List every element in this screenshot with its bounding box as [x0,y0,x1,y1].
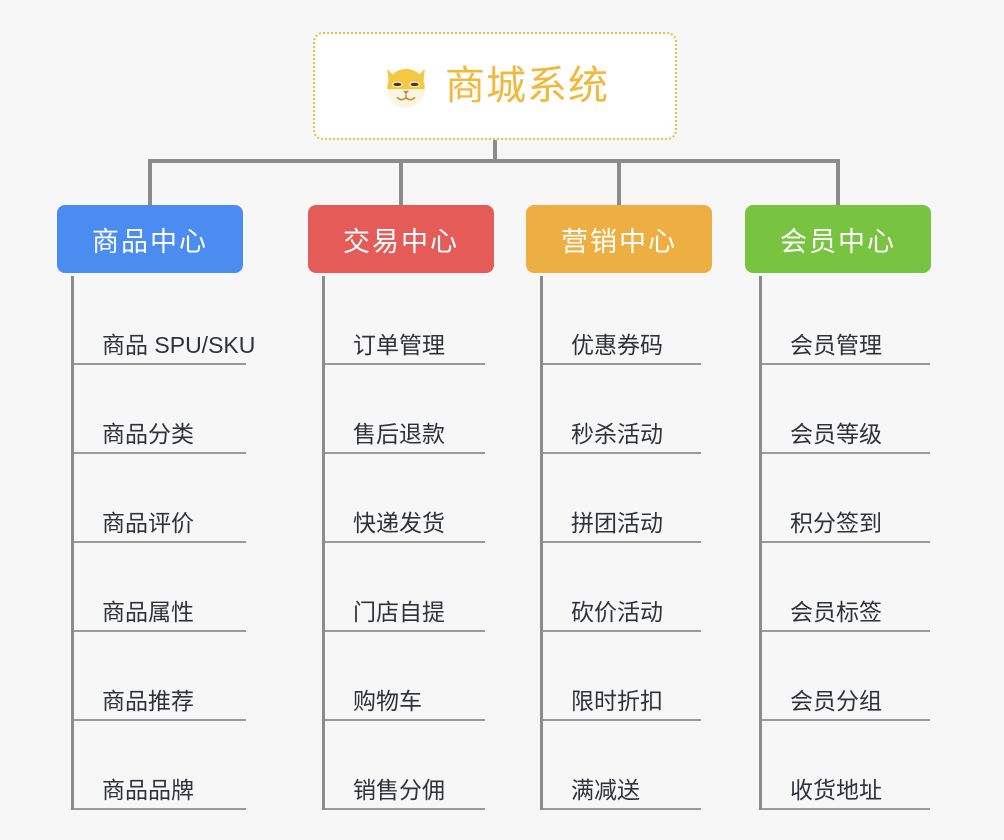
connector-drop-商品中心 [148,159,152,207]
list-item[interactable]: 满减送 [543,721,701,810]
category-header-marketing[interactable]: 营销中心 [526,205,712,273]
shiba-dog-face-icon [387,68,425,108]
list-item[interactable]: 商品评价 [74,454,246,543]
leaf-label: 优惠券码 [571,332,663,358]
branch-column-marketing: 营销中心 优惠券码 秒杀活动 拼团活动 砍价活动 限时折扣 满减送 [526,205,712,810]
category-header-member[interactable]: 会员中心 [745,205,931,273]
list-item[interactable]: 拼团活动 [543,454,701,543]
leaf-label: 售后退款 [353,421,445,447]
category-title: 会员中心 [780,226,896,257]
leaf-label: 限时折扣 [571,688,663,714]
connector-drop-营销中心 [617,159,621,207]
list-item[interactable]: 购物车 [325,632,485,721]
leaf-label: 积分签到 [790,510,882,536]
leaf-list-trade: 订单管理 售后退款 快递发货 门店自提 购物车 销售分佣 [322,276,485,810]
category-title: 商品中心 [92,226,208,257]
connector-root-stem [493,140,497,163]
connector-horizontal-bus [148,159,840,163]
category-header-trade[interactable]: 交易中心 [308,205,494,273]
category-title: 营销中心 [561,226,677,257]
root-title: 商城系统 [445,64,609,108]
connector-drop-交易中心 [399,159,403,207]
list-item[interactable]: 商品品牌 [74,721,246,810]
leaf-label: 快递发货 [353,510,445,536]
leaf-label: 购物车 [353,688,422,714]
list-item[interactable]: 门店自提 [325,543,485,632]
list-item[interactable]: 积分签到 [762,454,930,543]
leaf-label: 拼团活动 [571,510,663,536]
list-item[interactable]: 商品属性 [74,543,246,632]
leaf-list-marketing: 优惠券码 秒杀活动 拼团活动 砍价活动 限时折扣 满减送 [540,276,701,810]
list-item[interactable]: 会员标签 [762,543,930,632]
list-item[interactable]: 销售分佣 [325,721,485,810]
branch-column-product: 商品中心 商品 SPU/SKU 商品分类 商品评价 商品属性 商品推荐 商品品牌 [57,205,255,810]
list-item[interactable]: 收货地址 [762,721,930,810]
list-item[interactable]: 会员管理 [762,276,930,365]
leaf-label: 销售分佣 [353,777,445,803]
leaf-label: 商品评价 [102,510,194,536]
list-item[interactable]: 砍价活动 [543,543,701,632]
list-item[interactable]: 售后退款 [325,365,485,454]
list-item[interactable]: 商品 SPU/SKU [74,276,255,365]
leaf-label: 门店自提 [353,599,445,625]
category-title: 交易中心 [343,226,459,257]
leaf-label: 满减送 [571,777,640,803]
leaf-label: 会员等级 [790,421,882,447]
list-item[interactable]: 商品推荐 [74,632,246,721]
list-item[interactable]: 优惠券码 [543,276,701,365]
list-item[interactable]: 会员等级 [762,365,930,454]
category-header-product[interactable]: 商品中心 [57,205,243,273]
leaf-list-member: 会员管理 会员等级 积分签到 会员标签 会员分组 收货地址 [759,276,930,810]
list-item[interactable]: 订单管理 [325,276,485,365]
list-item[interactable]: 快递发货 [325,454,485,543]
list-item[interactable]: 秒杀活动 [543,365,701,454]
leaf-list-product: 商品 SPU/SKU 商品分类 商品评价 商品属性 商品推荐 商品品牌 [71,276,255,810]
leaf-label: 商品 SPU/SKU [102,332,256,358]
branch-column-member: 会员中心 会员管理 会员等级 积分签到 会员标签 会员分组 收货地址 [745,205,931,810]
leaf-label: 收货地址 [790,777,882,803]
leaf-label: 秒杀活动 [571,421,663,447]
leaf-label: 商品品牌 [102,777,194,803]
leaf-label: 商品分类 [102,421,194,447]
connector-drop-会员中心 [836,159,840,207]
branch-column-trade: 交易中心 订单管理 售后退款 快递发货 门店自提 购物车 销售分佣 [308,205,494,810]
list-item[interactable]: 会员分组 [762,632,930,721]
leaf-label: 商品推荐 [102,688,194,714]
leaf-label: 砍价活动 [571,599,663,625]
root-node[interactable]: 商城系统 [313,32,677,140]
list-item[interactable]: 商品分类 [74,365,246,454]
leaf-label: 会员分组 [790,688,882,714]
leaf-label: 订单管理 [353,332,445,358]
leaf-label: 会员管理 [790,332,882,358]
leaf-label: 会员标签 [790,599,882,625]
leaf-label: 商品属性 [102,599,194,625]
list-item[interactable]: 限时折扣 [543,632,701,721]
